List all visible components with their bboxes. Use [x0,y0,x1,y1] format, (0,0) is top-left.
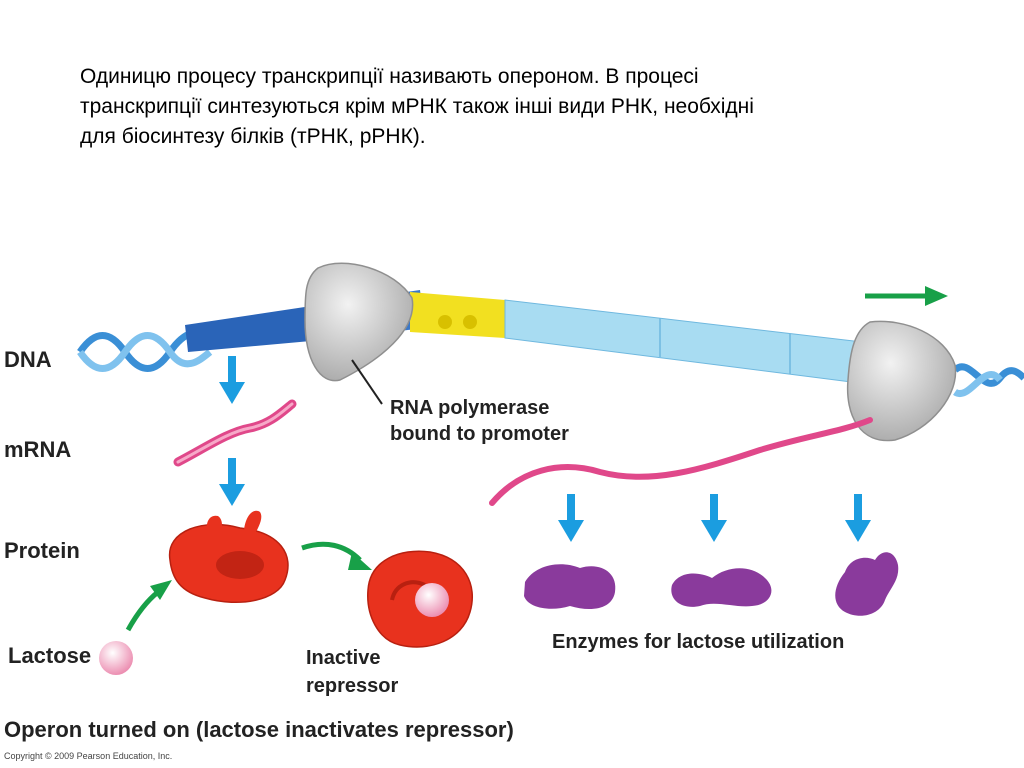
arrow-repressor-to-inactive-head [348,552,372,570]
intro-line-3: для біосинтезу білків (тРНК, рРНК). [80,125,426,148]
rna-polymerase-end [846,320,957,442]
arrow-lactose-to-repressor-head [150,580,172,600]
dna-helix-right [952,363,1024,397]
arrow-dna-to-mrna [219,356,245,404]
enzyme-1 [524,564,616,610]
intro-line-1: Одиницю процесу транскрипції називають о… [80,65,699,88]
arrow-mrna-enzyme-1 [558,494,584,542]
arrow-mrna-to-protein [219,458,245,506]
operon-mrna [489,417,873,506]
label-polymerase-line-2: bound to promoter [390,423,569,445]
label-inactive-line-2: repressor [306,675,398,697]
dna-operon-tube [185,290,931,393]
bound-lactose [415,583,449,617]
caption: Operon turned on (lactose inactivates re… [4,717,514,742]
intro-line-2: транскрипції синтезуються крім мРНК тако… [80,95,754,118]
rna-polymerase-promoter [304,262,414,382]
label-polymerase-line-1: RNA polymerase [390,397,549,419]
arrow-mrna-enzyme-2 [701,494,727,542]
lactose-molecule [99,641,133,675]
copyright: Copyright © 2009 Pearson Education, Inc. [4,751,172,761]
repressor-mrna-highlight [176,402,294,464]
label-enzymes: Enzymes for lactose utilization [552,631,844,653]
polymerase-pointer [351,359,383,405]
enzyme-2 [671,568,772,607]
label-dna: DNA [4,347,52,372]
blue-down-arrows [219,356,871,542]
label-mrna: mRNA [4,437,71,462]
label-inactive-line-1: Inactive [306,647,380,669]
inactive-repressor [367,550,474,648]
intro-text: Одиницю процесу транскрипції називають о… [80,62,960,152]
label-protein: Protein [4,538,80,563]
label-lactose: Lactose [8,643,91,668]
arrow-lactose-to-repressor [125,590,160,632]
repressor-protein [168,510,289,604]
arrow-mrna-enzyme-3 [845,494,871,542]
enzyme-3 [835,552,899,616]
transcription-arrowhead [925,286,948,306]
